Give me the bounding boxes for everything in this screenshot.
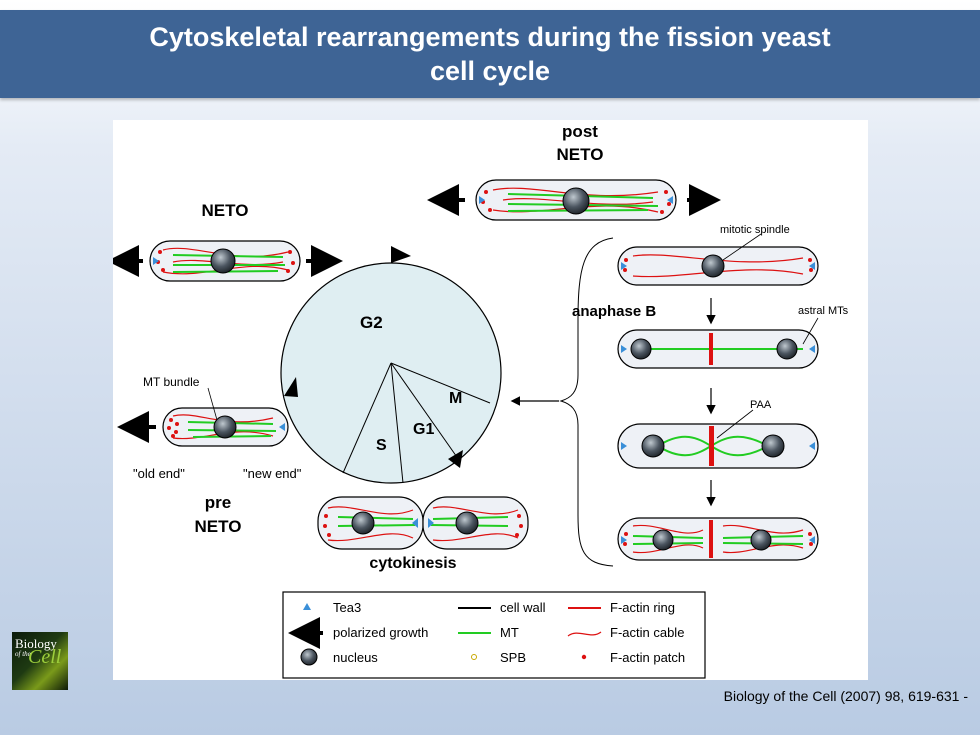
label-cytokinesis: cytokinesis bbox=[369, 555, 456, 572]
legend-factin-patch-icon bbox=[581, 654, 587, 660]
cell-cycle-figure: G2 M G1 S post NETO NETO bbox=[113, 120, 868, 680]
mitosis-cell-1: mitotic spindle bbox=[617, 224, 819, 286]
neto-cell: NETO bbox=[113, 201, 343, 282]
label-post-1: post bbox=[562, 122, 598, 141]
legend-tea3-icon bbox=[303, 603, 311, 610]
legend-tea3: Tea3 bbox=[333, 600, 361, 615]
label-m: M bbox=[449, 390, 462, 407]
legend-nucleus-icon bbox=[300, 648, 318, 666]
legend-spb-icon bbox=[471, 654, 477, 660]
legend-cell-wall: cell wall bbox=[500, 600, 546, 615]
diagram-svg: G2 M G1 S post NETO NETO bbox=[113, 122, 849, 679]
cell-cycle-pie: G2 M G1 S bbox=[280, 246, 502, 484]
mitosis-cell-4 bbox=[617, 517, 819, 561]
title-line-2: cell cycle bbox=[429, 56, 551, 86]
legend-factin-ring: F-actin ring bbox=[610, 600, 675, 615]
logo-word-1: Biology bbox=[15, 636, 57, 651]
label-astral-mts: astral MTs bbox=[798, 305, 849, 317]
logo-word-3: Cell bbox=[28, 646, 62, 668]
cytokinesis-cells: cytokinesis bbox=[317, 496, 529, 572]
mitosis-cell-3: PAA bbox=[617, 399, 819, 469]
title-line-1: Cytoskeletal rearrangements during the f… bbox=[149, 22, 831, 52]
label-post-2: NETO bbox=[557, 145, 604, 164]
label-paa: PAA bbox=[750, 399, 772, 411]
label-s: S bbox=[376, 437, 387, 454]
label-pre-2: NETO bbox=[195, 517, 242, 536]
legend-mt: MT bbox=[500, 625, 519, 640]
title-bar: Cytoskeletal rearrangements during the f… bbox=[0, 10, 980, 98]
label-pre-1: pre bbox=[205, 493, 231, 512]
cycle-arrow-top bbox=[391, 246, 411, 263]
citation: Biology of the Cell (2007) 98, 619-631 - bbox=[723, 688, 968, 704]
legend-nucleus: nucleus bbox=[333, 650, 378, 665]
mitosis-cell-2: astral MTs bbox=[617, 305, 849, 369]
label-g1: G1 bbox=[413, 421, 434, 438]
legend-spb: SPB bbox=[500, 650, 526, 665]
pre-neto-cell: MT bundle "old end" "new end" pre NETO bbox=[117, 375, 302, 536]
label-mitotic-spindle: mitotic spindle bbox=[720, 224, 790, 236]
label-new-end: "new end" bbox=[243, 466, 302, 481]
label-old-end: "old end" bbox=[133, 466, 185, 481]
mitosis-bracket bbox=[559, 237, 614, 567]
legend-factin-patch: F-actin patch bbox=[610, 650, 685, 665]
legend-factin-cable: F-actin cable bbox=[610, 625, 684, 640]
legend-polarized-growth: polarized growth bbox=[333, 625, 428, 640]
label-neto: NETO bbox=[202, 201, 249, 220]
post-neto-cell: post NETO bbox=[427, 122, 721, 221]
legend: Tea3 polarized growth nucleus cell wall … bbox=[282, 591, 706, 679]
logo-word-2: of the bbox=[15, 650, 31, 658]
cycle-arrow-left bbox=[284, 377, 298, 397]
legend-factin-cable-icon bbox=[567, 631, 602, 637]
journal-logo: Biology of the Cell bbox=[12, 632, 68, 690]
label-anaphase-b: anaphase B bbox=[572, 303, 656, 320]
label-mt-bundle: MT bundle bbox=[143, 375, 200, 389]
cycle-arrow-bottom bbox=[448, 450, 463, 468]
label-g2: G2 bbox=[360, 313, 383, 332]
